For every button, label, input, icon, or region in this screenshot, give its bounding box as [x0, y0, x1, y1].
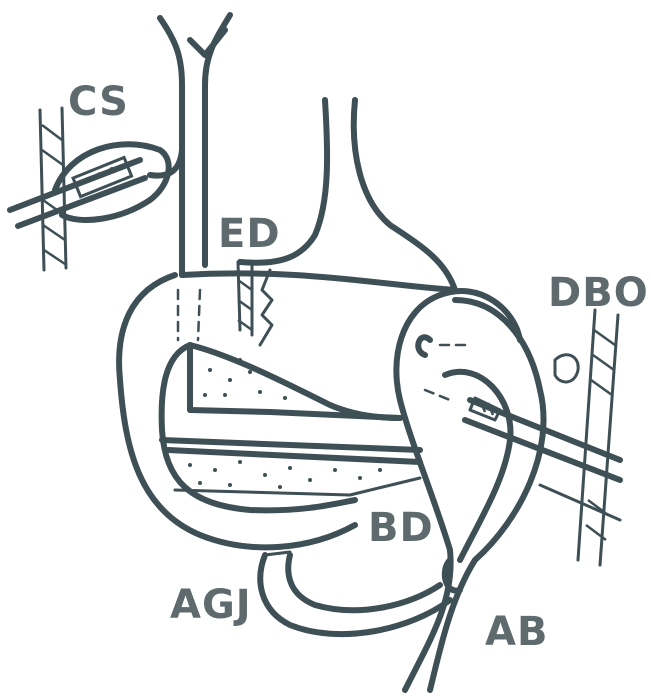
- jejunal-limb: [260, 552, 450, 634]
- label-ab: AB: [485, 612, 548, 652]
- label-dbo: DBO: [548, 273, 649, 313]
- pancreas-texture: [188, 358, 382, 489]
- cs-stent-duct: [10, 144, 169, 226]
- pancreas-region: [162, 345, 420, 495]
- label-bd: BD: [368, 508, 434, 548]
- label-agj: AGJ: [170, 585, 252, 625]
- label-cs: CS: [68, 82, 129, 122]
- label-ed: ED: [218, 214, 281, 254]
